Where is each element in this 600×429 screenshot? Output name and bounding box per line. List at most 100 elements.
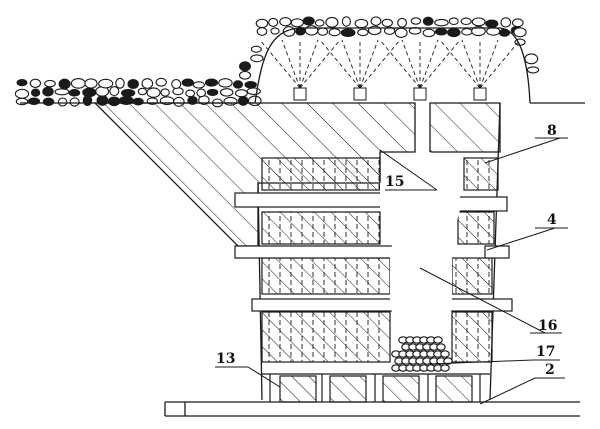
rubble-stone [526,66,540,74]
ore-block-drillholes [262,312,390,362]
ore-fragment [440,364,450,372]
blasthole [299,39,319,89]
rubble-stone [279,17,292,27]
rubble-stone [341,16,351,27]
blasthole [299,39,341,89]
ore-block-drillholes [452,312,492,362]
rubble-stone [357,28,369,37]
sublevel-plate [484,245,510,259]
rubble-stone [268,17,279,27]
rubble-stone [317,27,329,36]
sublevel-plate [251,298,398,312]
sublevel-plates [234,192,513,312]
haulage-drift-2 [164,401,580,417]
rubble-stone [370,16,382,26]
sublevel-plate [447,298,513,312]
blasthole [461,39,481,89]
crown-outline [254,27,531,104]
drawpoint-pillar [329,375,367,403]
rubble-stone [127,78,139,90]
rubble-stone [44,79,56,88]
blasthole [479,39,521,89]
rubble-stone [422,16,434,26]
ore-fragment [443,357,453,365]
rubble-stone [115,77,125,89]
rubble-stone [146,87,161,98]
rubble-stone [206,88,219,96]
rubble-stone [434,18,449,27]
upper-right-fill-block [429,102,501,153]
ore-block-drillholes [262,212,380,244]
blasthole [319,39,361,89]
blasthole [419,39,461,89]
rubble-stone [381,18,393,28]
label-13: 13 [216,351,235,367]
blasthole [379,39,421,89]
rubble-stone [42,97,55,106]
rubble-stone [256,27,268,36]
rubble-stone [250,54,264,63]
blasthole [401,39,421,89]
rubble-stone [460,17,472,26]
rubble-stone [160,88,170,97]
rubble-stone [250,45,262,53]
blasthole [341,39,361,89]
rubble-stone [54,88,70,96]
rubble-stone [70,78,86,89]
rubble-stone [314,19,325,27]
rubble-stone [196,88,207,98]
rubble-stone [15,97,29,106]
rubble-stone [394,27,408,38]
rubble-stone [181,78,194,87]
rubble-stone [383,26,396,35]
ore-fragment [433,336,443,344]
rubble-stone [172,87,184,96]
rubble-stone [448,17,459,26]
rubble-stone [218,78,233,88]
ore-block-drillholes [458,212,494,244]
rubble-stone [461,28,473,36]
rubble-stone [14,88,30,99]
ore-fragment [440,350,450,358]
rubble-stone [354,18,369,29]
rubble-stone [98,78,114,89]
rubble-stone [304,25,319,36]
drill-collar [413,87,427,101]
blasthole [359,39,401,89]
rubble-stone [290,18,304,28]
rubble-stone [325,16,339,28]
sublevel-plate [234,245,396,259]
rubble-stone [185,89,196,98]
rubble-stone [513,27,527,38]
label-2: 2 [545,362,555,378]
blasthole-fans [259,39,521,101]
rubble-stone [192,81,205,89]
ore-block-drillholes [464,158,498,190]
rubble-stone [68,89,81,97]
rubble-stone [270,27,280,35]
ore-fragment [436,343,446,351]
label-8: 8 [547,123,557,139]
rubble-stone [234,89,248,98]
blasthole [259,39,301,89]
rubble-stone [171,79,182,89]
rubble-stone [434,27,448,36]
label-17: 17 [536,344,555,360]
rubble-stone [58,78,71,90]
rubble-stone [511,18,524,28]
drawpoint-pillar [382,375,420,403]
sublevel-plate [454,196,508,212]
label-15: 15 [385,174,404,190]
blasthole [359,39,379,89]
caved-rock-rubble [14,16,585,108]
rubble-stone [471,17,486,27]
rubble-stone [69,97,80,107]
rubble-stone [471,26,486,37]
rubble-stone [328,28,341,37]
rubble-stone [109,86,120,97]
sublevel-plate [234,192,386,208]
rubble-stone [485,19,499,28]
drawpoint-pillar [435,375,473,403]
